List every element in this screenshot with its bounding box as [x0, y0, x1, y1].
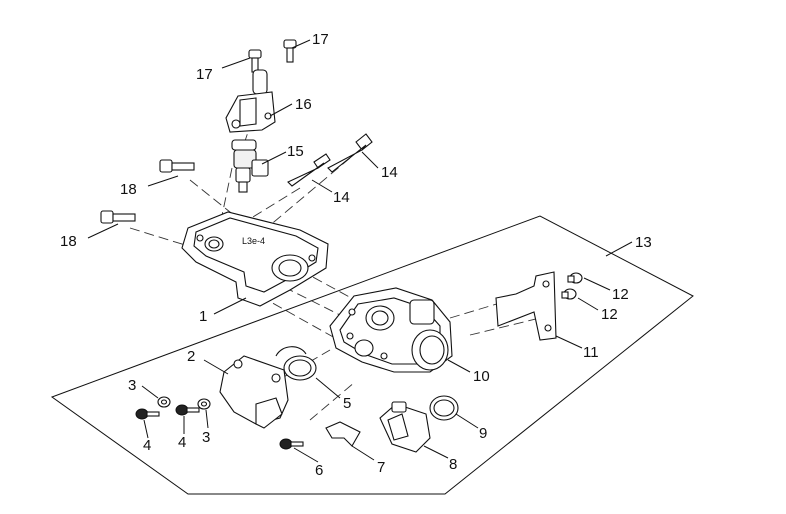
throttle-body-assembly-frame [50, 215, 694, 495]
washer-3-right [197, 398, 211, 410]
callout-2: 2 [187, 348, 195, 365]
callout-11: 11 [583, 344, 599, 361]
fuel-rail-16 [225, 69, 276, 133]
intake-manifold-1: L3e-4 [181, 211, 329, 307]
callout-6: 6 [315, 462, 323, 479]
leader-lines [87, 39, 633, 463]
fuel-injector-15 [231, 139, 269, 193]
callout-3-left: 3 [128, 377, 136, 394]
bolt-18-upper [159, 159, 195, 173]
callouts: 17 17 16 15 18 18 14 14 1 13 12 12 11 10… [60, 31, 652, 479]
callout-16: 16 [295, 96, 312, 113]
callout-17-right: 17 [312, 31, 329, 48]
screw-4-right [175, 404, 200, 416]
clip-7 [325, 421, 361, 447]
screw-6 [279, 438, 304, 450]
callout-12-upper: 12 [612, 286, 629, 303]
callout-18-upper: 18 [120, 181, 137, 198]
bracket-11 [495, 271, 557, 341]
screw-12-upper [567, 272, 583, 284]
manifold-marking: L3e-4 [242, 236, 265, 246]
callout-4-left: 4 [143, 437, 151, 454]
bolt-14-b [327, 133, 373, 173]
callout-8: 8 [449, 456, 457, 473]
bolt-17-right [283, 39, 297, 63]
callout-10: 10 [473, 368, 490, 385]
callout-15: 15 [287, 143, 304, 160]
callout-5: 5 [343, 395, 351, 412]
screw-4-left [135, 408, 160, 420]
callout-17-left: 17 [196, 66, 213, 83]
callout-12-lower: 12 [601, 306, 618, 323]
callout-14-left: 14 [333, 189, 350, 206]
sensor-8 [379, 401, 431, 453]
callout-4-right: 4 [178, 434, 186, 451]
callout-9: 9 [479, 425, 487, 442]
callout-13: 13 [635, 234, 652, 251]
callout-14-right: 14 [381, 164, 398, 181]
callout-7: 7 [377, 459, 385, 476]
sensor-2 [219, 355, 289, 429]
throttle-body-10 [329, 287, 453, 373]
bolt-18-lower [100, 210, 136, 224]
o-ring-9 [429, 395, 459, 421]
bolt-14-a [287, 153, 331, 187]
callout-3-right: 3 [202, 429, 210, 446]
washer-3-left [157, 396, 171, 408]
bolt-17-left [248, 49, 262, 73]
o-ring-5 [275, 346, 317, 381]
screw-12-lower [561, 288, 577, 300]
callout-18-lower: 18 [60, 233, 77, 250]
callout-1: 1 [199, 308, 207, 325]
